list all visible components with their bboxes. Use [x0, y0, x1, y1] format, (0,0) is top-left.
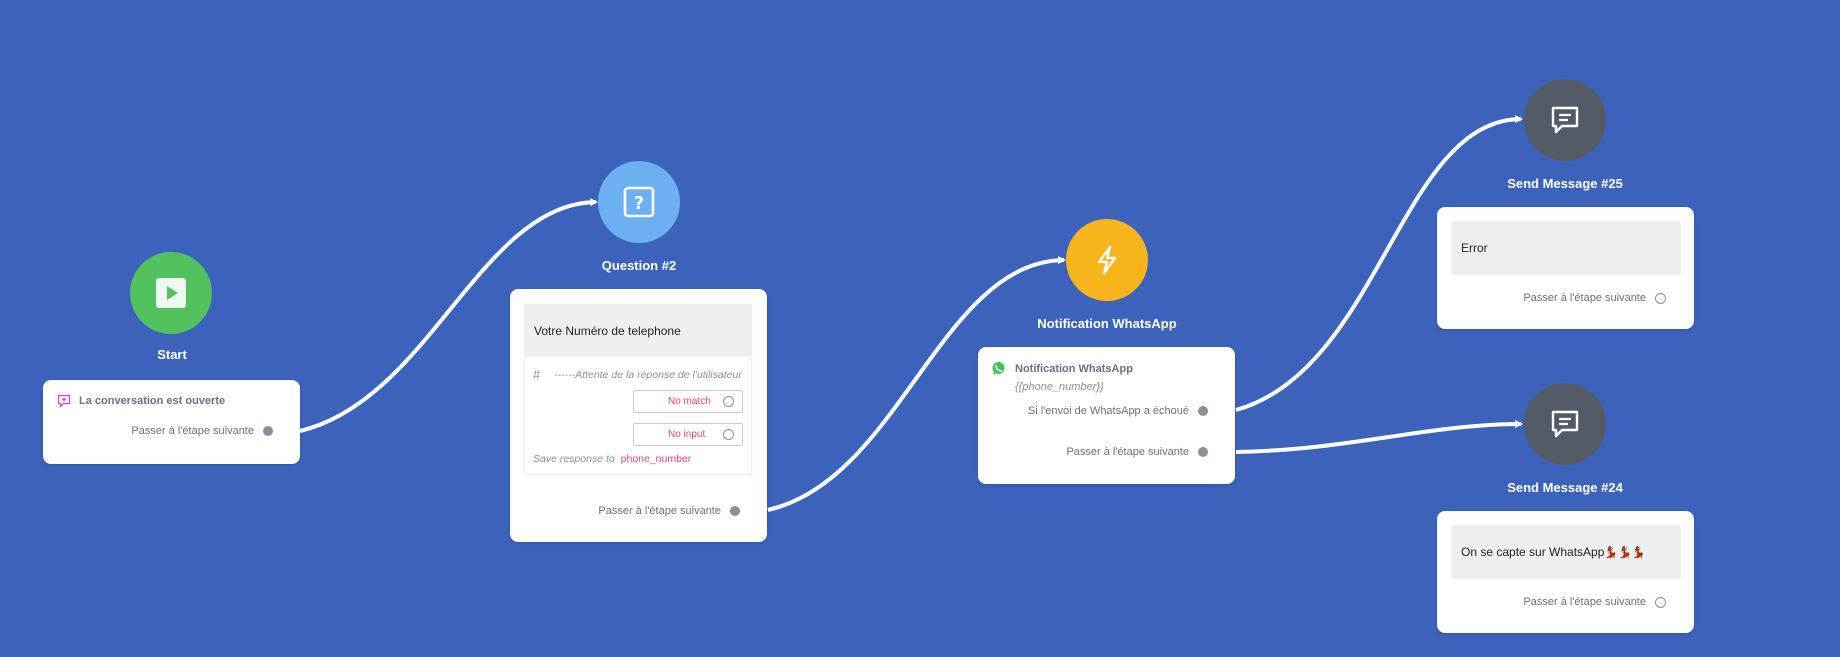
- next-label: Passer à l'étape suivante: [131, 425, 254, 437]
- question-card[interactable]: Votre Numéro de telephone # ------Attent…: [510, 289, 767, 542]
- start-card[interactable]: La conversation est ouverte Passer à l'é…: [43, 380, 300, 464]
- question-title: Question #2: [601, 258, 677, 273]
- next-label: Passer à l'étape suivante: [1523, 596, 1646, 608]
- send24-next-row: Passer à l'étape suivante: [1523, 596, 1666, 608]
- next-port[interactable]: [1198, 447, 1208, 457]
- lightning-icon: [1097, 245, 1117, 275]
- dancer-emoji: 💃🏾💃🏾💃🏾: [1604, 546, 1646, 559]
- edge-question-whatsapp: [767, 256, 1066, 512]
- whatsapp-icon: [992, 362, 1005, 375]
- no-match-label: No match: [668, 396, 711, 407]
- whatsapp-card-title: Notification WhatsApp: [1015, 363, 1133, 375]
- send24-title: Send Message #24: [1507, 480, 1623, 495]
- edge-whatsapp-fail-send25: [1235, 115, 1523, 412]
- start-title: Start: [157, 347, 187, 362]
- no-input-port[interactable]: [723, 429, 734, 440]
- fail-port[interactable]: [1198, 406, 1208, 416]
- question-options: # ------Attente de la réponse de l'utili…: [524, 357, 752, 475]
- next-label: Passer à l'étape suivante: [598, 505, 721, 517]
- next-label: Passer à l'étape suivante: [1066, 446, 1189, 458]
- question-node-icon[interactable]: ?: [598, 161, 680, 243]
- save-variable: phone_number: [620, 453, 692, 465]
- message-icon: [1551, 106, 1579, 134]
- wait-row: # ------Attente de la réponse de l'utili…: [533, 367, 742, 382]
- message-text: On se capte sur WhatsApp: [1461, 545, 1605, 559]
- chat-plus-icon: [57, 394, 71, 408]
- hash-icon: #: [533, 367, 541, 382]
- next-port[interactable]: [263, 426, 273, 436]
- no-input-option[interactable]: No input: [633, 423, 743, 446]
- send25-title: Send Message #25: [1507, 176, 1623, 191]
- next-port[interactable]: [1655, 292, 1666, 304]
- trigger-row: La conversation est ouverte: [57, 394, 225, 408]
- whatsapp-node-icon[interactable]: [1066, 219, 1148, 301]
- send24-message[interactable]: On se capte sur WhatsApp 💃🏾💃🏾💃🏾: [1451, 525, 1681, 579]
- whatsapp-next-row: Passer à l'étape suivante: [1066, 446, 1208, 458]
- question-message[interactable]: Votre Numéro de telephone: [524, 304, 752, 357]
- send25-next-row: Passer à l'étape suivante: [1523, 292, 1666, 304]
- message-text: Votre Numéro de telephone: [534, 323, 681, 338]
- start-next-row: Passer à l'étape suivante: [131, 425, 273, 437]
- fail-label: Si l'envoi de WhatsApp a échoué: [1027, 405, 1189, 417]
- no-match-option[interactable]: No match: [633, 390, 743, 413]
- svg-text:?: ?: [634, 193, 644, 214]
- no-input-label: No input: [668, 429, 706, 440]
- whatsapp-title: Notification WhatsApp: [1037, 316, 1177, 331]
- start-node-icon[interactable]: [130, 252, 212, 334]
- no-match-port[interactable]: [723, 396, 734, 407]
- next-label: Passer à l'étape suivante: [1523, 292, 1646, 304]
- whatsapp-card[interactable]: Notification WhatsApp {{phone_number}} S…: [978, 347, 1235, 484]
- send24-card[interactable]: On se capte sur WhatsApp 💃🏾💃🏾💃🏾 Passer à…: [1437, 511, 1694, 633]
- send25-message[interactable]: Error: [1451, 221, 1681, 275]
- next-port[interactable]: [730, 506, 740, 516]
- message-icon: [1551, 410, 1579, 438]
- message-text: Error: [1461, 241, 1488, 255]
- wait-label: ------Attente de la réponse de l'utilisa…: [554, 368, 742, 381]
- question-next-row: Passer à l'étape suivante: [598, 505, 740, 517]
- send24-node-icon[interactable]: [1524, 383, 1606, 465]
- edge-whatsapp-next-send24: [1235, 420, 1523, 454]
- trigger-label: La conversation est ouverte: [79, 395, 226, 407]
- edge-start-question: [299, 198, 598, 433]
- save-label: Save response to: [533, 453, 615, 465]
- send25-card[interactable]: Error Passer à l'étape suivante: [1437, 207, 1694, 329]
- whatsapp-card-subtitle: {{phone_number}}: [1015, 381, 1104, 393]
- save-row: Save response to phone_number: [533, 453, 691, 465]
- send25-node-icon[interactable]: [1524, 79, 1606, 161]
- play-icon: [156, 278, 186, 308]
- whatsapp-fail-row: Si l'envoi de WhatsApp a échoué: [1028, 405, 1208, 417]
- question-icon: ?: [623, 186, 655, 218]
- next-port[interactable]: [1655, 596, 1666, 608]
